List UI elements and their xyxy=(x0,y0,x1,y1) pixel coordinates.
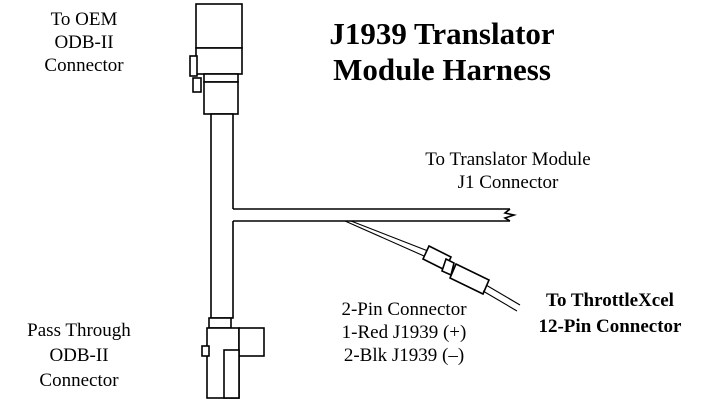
two-pin-label-line-2: 1-Red J1939 (+) xyxy=(342,322,467,343)
title-line-2: Module Harness xyxy=(333,52,551,87)
throttlexcel-label: To ThrottleXcel 12-Pin Connector xyxy=(538,290,682,337)
title-line-1: J1939 Translator xyxy=(329,16,555,51)
translator-label: To Translator Module J1 Connector xyxy=(425,149,590,193)
translator-label-line-1: To Translator Module xyxy=(425,149,590,170)
throttlexcel-label-line-2: 12-Pin Connector xyxy=(538,316,682,337)
oem-label-line-3: Connector xyxy=(44,55,124,76)
oem-label-line-2: ODB-II xyxy=(54,32,113,53)
pass-through-obd2-connector xyxy=(201,317,265,399)
oem-connector-label: To OEM ODB-II Connector xyxy=(44,9,124,76)
two-pin-wire-pair xyxy=(344,220,429,257)
two-pin-label-line-3: 2-Blk J1939 (–) xyxy=(344,345,464,366)
throttlexcel-label-line-1: To ThrottleXcel xyxy=(546,290,674,311)
translator-branch-cable xyxy=(213,208,517,222)
oem-obd2-connector xyxy=(189,3,243,115)
translator-label-line-2: J1 Connector xyxy=(458,172,559,193)
two-pin-label-line-1: 2-Pin Connector xyxy=(341,299,467,320)
pass-through-label-line-1: Pass Through xyxy=(27,320,131,341)
pass-through-label-line-3: Connector xyxy=(39,370,119,391)
two-pin-label: 2-Pin Connector 1-Red J1939 (+) 2-Blk J1… xyxy=(341,299,467,366)
throttlexcel-wire-pair xyxy=(482,284,521,312)
two-pin-connector xyxy=(421,244,491,296)
oem-label-line-1: To OEM xyxy=(51,9,118,30)
pass-through-label: Pass Through ODB-II Connector xyxy=(27,320,131,391)
pass-through-label-line-2: ODB-II xyxy=(49,345,108,366)
